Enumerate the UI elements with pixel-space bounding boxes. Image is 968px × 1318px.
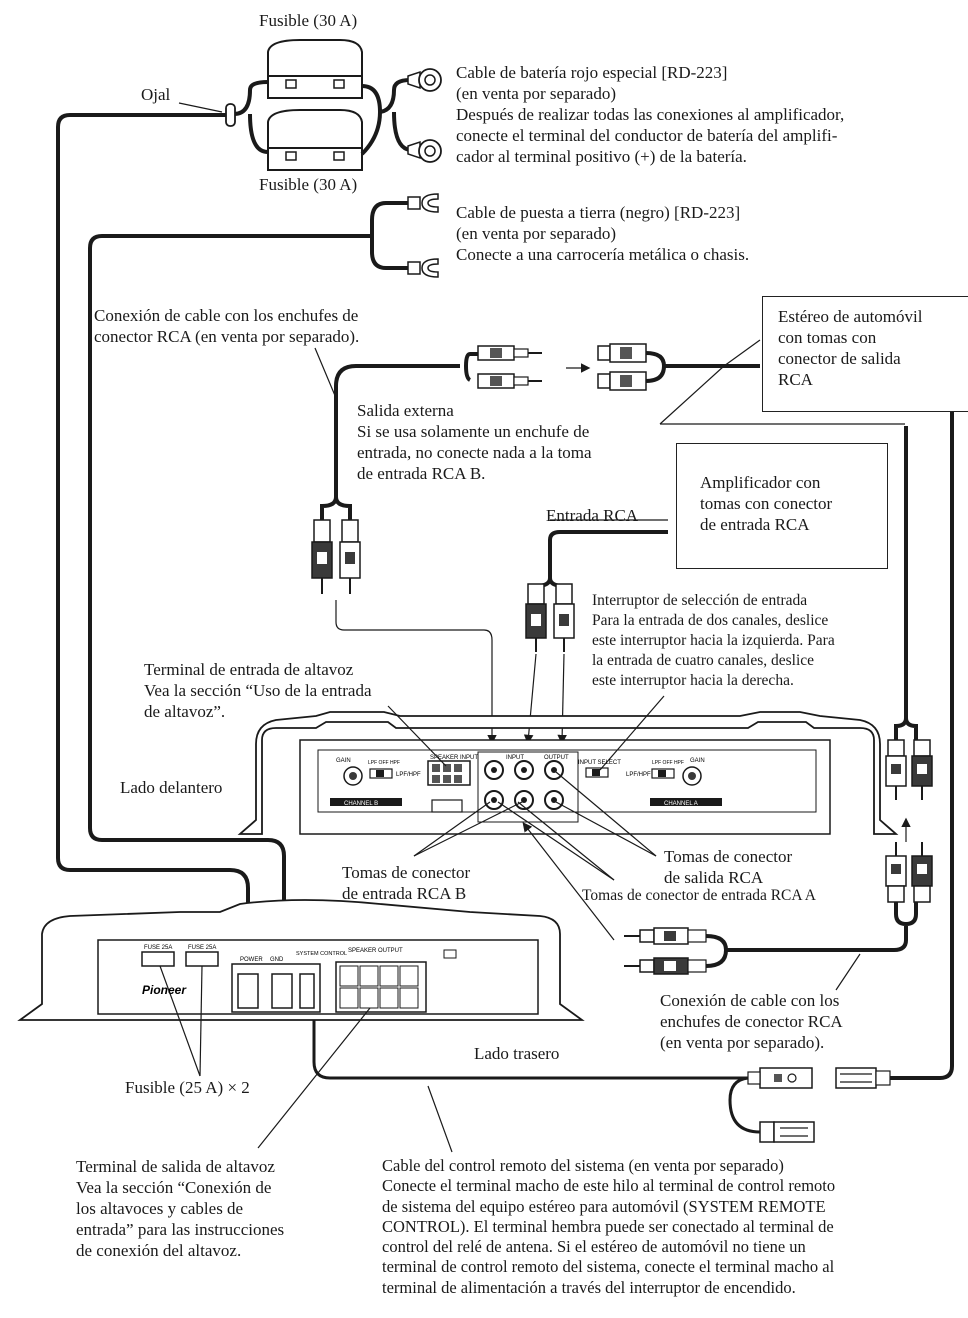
panel-channel-a: CHANNEL A xyxy=(664,801,698,807)
spade-terminal-icon xyxy=(407,193,439,213)
rear-side-label: Lado trasero xyxy=(474,1044,560,1063)
panel-lpf-off-hpf-left: LPF OFF HPF xyxy=(368,760,400,766)
amplifier-rear-panel xyxy=(17,899,585,1021)
panel-gain-left: GAIN xyxy=(336,758,351,764)
panel-channel-b: CHANNEL B xyxy=(344,801,378,807)
rca-plug-icon xyxy=(911,842,933,903)
rear-gnd: GND xyxy=(270,957,284,963)
panel-input-select: INPUT SELECT xyxy=(578,760,621,766)
external-output-label: Salida externa Si se usa solamente un en… xyxy=(357,401,592,483)
rca-cable-bottom-label: Conexión de cable con los enchufes de co… xyxy=(660,991,843,1052)
fuse-holder-top xyxy=(267,39,363,99)
female-connector-icon xyxy=(759,1121,815,1143)
rear-power: POWER xyxy=(240,957,263,963)
amp-rca-box xyxy=(676,443,888,569)
rca-cable-top-label: Conexión de cable con los enchufes de co… xyxy=(94,306,360,346)
panel-lpf-off-hpf-right: LPF OFF HPF xyxy=(652,760,684,766)
female-connector-icon xyxy=(835,1067,891,1089)
rca-plug-icon xyxy=(885,842,907,903)
front-side-label: Lado delantero xyxy=(120,778,223,797)
rear-system-control: SYSTEM CONTROL xyxy=(296,951,347,957)
male-connector-icon xyxy=(747,1067,813,1089)
rca-a-jacks-label: Tomas de conector de entrada RCA A xyxy=(582,887,816,904)
rca-out-jacks-label: Tomas de conector de salida RCA xyxy=(664,847,793,887)
rca-plug-icon xyxy=(597,371,647,391)
grommet-icon xyxy=(225,103,236,127)
rear-fuse-b: FUSE 25A xyxy=(188,945,216,951)
ring-terminal-icon xyxy=(407,139,442,163)
rca-plug-icon xyxy=(311,519,333,594)
rca-plug-icon xyxy=(553,583,575,652)
rear-speaker-output: SPEAKER OUTPUT xyxy=(348,948,403,954)
rca-input-label: Entrada RCA xyxy=(546,506,639,525)
amp-rca-in-label: Amplificador con tomas con conector de e… xyxy=(700,473,833,534)
ring-terminal-icon xyxy=(407,68,442,92)
fuse-top-label: Fusible (30 A) xyxy=(259,11,358,30)
rca-plug-icon xyxy=(339,519,361,594)
rca-plug-icon xyxy=(525,583,547,652)
ground-cable-label: Cable de puesta a tierra (negro) [RD-223… xyxy=(456,203,750,264)
fuse-bottom-label: Fusible (30 A) xyxy=(259,175,358,194)
amplifier-front-panel xyxy=(237,711,899,835)
speaker-output-label: Terminal de salida de altavoz Vea la sec… xyxy=(76,1157,285,1260)
panel-input: INPUT xyxy=(506,755,524,761)
car-stereo-label: Estéreo de automóvil con tomas con conec… xyxy=(778,307,923,389)
rca-plug-icon xyxy=(911,739,933,800)
remote-cable-label: Cable del control remoto del sistema (en… xyxy=(382,1156,836,1297)
panel-lpf-hpf-right: LPF/HPF xyxy=(626,772,651,778)
rear-fuse-a: FUSE 25A xyxy=(144,945,172,951)
car-stereo-box xyxy=(762,296,968,412)
panel-lpf-hpf-left: LPF/HPF xyxy=(396,772,421,778)
fuse-holder-bottom xyxy=(267,109,363,171)
rca-plug-icon xyxy=(624,927,707,945)
rca-b-jacks-label: Tomas de conector de entrada RCA B xyxy=(342,863,471,903)
rca-plug-icon xyxy=(477,373,542,389)
rca-plug-icon xyxy=(597,343,647,363)
input-select-label: Interruptor de selección de entrada Para… xyxy=(592,592,835,689)
speaker-input-label: Terminal de entrada de altavoz Vea la se… xyxy=(144,660,372,721)
rca-plug-icon xyxy=(624,957,707,975)
brand-logo: Pioneer xyxy=(142,983,187,997)
rca-plug-icon xyxy=(477,345,542,361)
panel-speaker-input: SPEAKER INPUT xyxy=(430,755,478,761)
battery-cable-label: Cable de batería rojo especial [RD-223] … xyxy=(456,63,845,166)
grommet-label: Ojal xyxy=(141,85,171,104)
panel-output: OUTPUT xyxy=(544,755,569,761)
panel-gain-right: GAIN xyxy=(690,758,705,764)
spade-terminal-icon xyxy=(407,258,439,278)
rca-plug-icon xyxy=(885,739,907,800)
fuse-25-label: Fusible (25 A) × 2 xyxy=(125,1078,250,1097)
